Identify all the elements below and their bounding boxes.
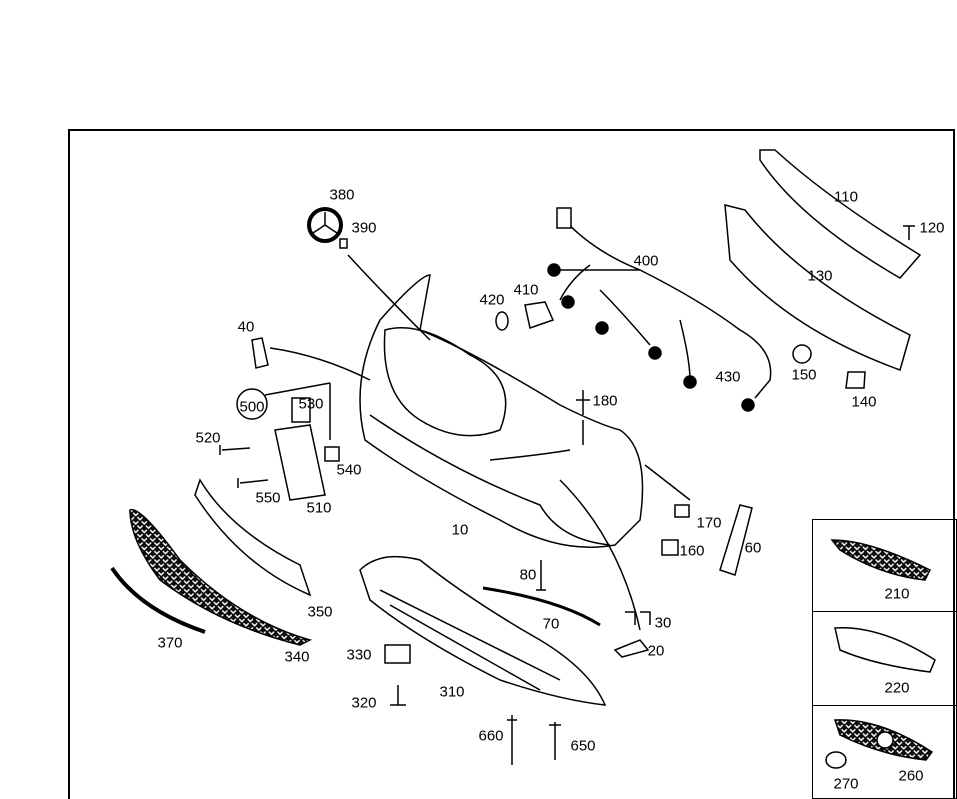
callout-270: 270: [833, 775, 859, 793]
sensor: [648, 346, 662, 360]
sensor: [561, 295, 575, 309]
callout-550: 550: [255, 489, 281, 507]
sensor: [595, 321, 609, 335]
bracket-530: [291, 397, 311, 423]
callout-410: 410: [513, 281, 539, 299]
strip-70: [482, 586, 601, 627]
fog-lamp-220: [834, 627, 936, 673]
arrow-380: [347, 254, 431, 341]
callout-520: 520: [195, 429, 221, 447]
callout-120: 120: [919, 219, 945, 237]
clip-180: [576, 390, 590, 415]
callout-160: 160: [679, 542, 705, 560]
bracket-60: [719, 504, 753, 576]
grille-340: [129, 508, 313, 646]
ring-270: [825, 751, 847, 769]
sensor: [547, 263, 561, 277]
callout-80: 80: [519, 566, 537, 584]
clip-390: [339, 238, 348, 249]
callout-650: 650: [570, 737, 596, 755]
tow-cover-20: [613, 639, 650, 658]
bumper-cover: [359, 274, 644, 548]
callout-530: 530: [298, 395, 324, 413]
callout-340: 340: [284, 648, 310, 666]
callout-380: 380: [329, 186, 355, 204]
screw-120: [903, 225, 915, 240]
bumper-grille-opening: [383, 327, 507, 437]
callout-110: 110: [834, 188, 858, 206]
cap-150: [792, 344, 812, 364]
callout-310: 310: [439, 683, 465, 701]
connector: [556, 207, 572, 229]
clip-170: [674, 504, 690, 518]
rivet-660: [507, 715, 517, 765]
wiring-harness-400: [555, 214, 772, 399]
callout-420: 420: [479, 291, 505, 309]
callout-320: 320: [351, 694, 377, 712]
callout-540: 540: [336, 461, 362, 479]
part-500-circle: [236, 388, 268, 420]
callout-180: 180: [592, 392, 618, 410]
screw-550: [237, 478, 269, 488]
callout-60: 60: [744, 539, 762, 557]
bumper-lower-opening: [369, 414, 611, 546]
callout-220: 220: [884, 679, 910, 697]
screw-520: [219, 445, 251, 455]
sensor: [683, 375, 697, 389]
callout-150: 150: [791, 366, 817, 384]
part-40: [251, 337, 269, 369]
diagram-frame: [68, 129, 955, 799]
callout-130: 130: [807, 267, 833, 285]
sensor: [741, 398, 755, 412]
absorber-110: [759, 149, 922, 279]
arrow-20: [559, 479, 641, 631]
callout-400: 400: [633, 252, 659, 270]
screw-320: [390, 685, 406, 706]
callout-660: 660: [478, 727, 504, 745]
callout-20: 20: [647, 642, 665, 660]
callout-370: 370: [157, 634, 183, 652]
arrow-170: [644, 464, 691, 501]
pin-80: [536, 560, 546, 591]
arrow-40: [269, 347, 371, 381]
callout-10: 10: [451, 521, 469, 539]
clip-330: [384, 644, 411, 664]
bracket-130: [724, 204, 911, 371]
trim-370: [110, 566, 206, 634]
fog-grille-210: [830, 539, 932, 581]
callout-30: 30: [654, 614, 672, 632]
callout-70: 70: [542, 615, 560, 633]
ring-420: [495, 311, 509, 331]
clip-650: [549, 722, 561, 760]
nut-160: [661, 539, 679, 556]
callout-390: 390: [351, 219, 377, 237]
callout-500: 500: [239, 398, 265, 416]
cover-140: [845, 371, 866, 389]
callout-170: 170: [696, 514, 722, 532]
callout-260: 260: [898, 767, 924, 785]
callout-510: 510: [306, 499, 332, 517]
underguard-310: [359, 555, 607, 706]
callout-40: 40: [237, 318, 255, 336]
callout-330: 330: [346, 646, 372, 664]
callout-430: 430: [715, 368, 741, 386]
license-plate-holder-510: [274, 424, 326, 501]
sensor-410: [524, 301, 555, 329]
trim-350: [194, 478, 312, 597]
callout-350: 350: [307, 603, 333, 621]
callout-210: 210: [884, 585, 910, 603]
nut-540: [324, 446, 340, 462]
callout-140: 140: [851, 393, 877, 411]
